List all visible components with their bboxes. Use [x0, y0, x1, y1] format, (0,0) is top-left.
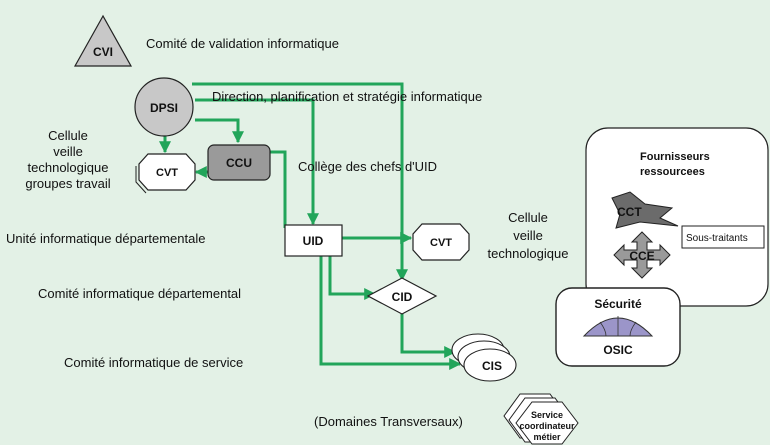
- service-coord-label-3: métier: [533, 432, 561, 442]
- connector-uid-cis: [319, 256, 462, 370]
- dpsi-node: [134, 77, 194, 137]
- cvt-right-description-line: Cellule: [508, 210, 548, 225]
- service-coord-stack-front: [515, 401, 579, 445]
- securite-label: Sécurité: [594, 297, 642, 311]
- cvt-left-description-line: technologique: [28, 160, 109, 175]
- cvt-left-shadow: [135, 166, 147, 194]
- connector-dpsi-cid: [192, 82, 408, 282]
- uid-label: UID: [303, 234, 324, 248]
- cvt-left-label: CVT: [156, 167, 178, 179]
- cct-label: CCT: [617, 205, 642, 219]
- cvt-right-description-line: veille: [513, 228, 543, 243]
- cvi-label: CVI: [93, 45, 113, 59]
- connector-dpsi-ccu: [195, 118, 244, 144]
- connector-uid-cid: [328, 256, 377, 300]
- cvt-left-description: Cellule veille technologique groupes tra…: [25, 128, 110, 191]
- cis-description: Comité informatique de service: [64, 355, 243, 370]
- cvi-node: [73, 14, 133, 67]
- uid-node: [284, 224, 343, 257]
- cvi-description: Comité de validation informatique: [146, 36, 339, 51]
- cce-node: [613, 231, 671, 279]
- cid-node: [366, 277, 438, 315]
- uid-description: Unité informatique départementale: [6, 231, 205, 246]
- ccu-description: Collège des chefs d'UID: [298, 159, 437, 174]
- cvt-right-description: Cellule veille technologique: [488, 210, 569, 261]
- fournisseurs-label-1: Fournisseurs: [640, 151, 710, 163]
- cvt-right-description-line: technologique: [488, 246, 569, 261]
- connector-dpsi-uid: [195, 98, 319, 226]
- cvt-left-description-line: groupes travail: [25, 176, 110, 191]
- umbrella-ribs: [599, 316, 637, 337]
- service-coord-node: [503, 393, 579, 445]
- sous-traitants-label: Sous-traitants: [686, 233, 748, 244]
- cvt-left-description-line: Cellule: [48, 128, 88, 143]
- connector-ccu-uid: [270, 150, 287, 228]
- connectors: [159, 82, 462, 370]
- cid-label: CID: [392, 290, 413, 304]
- cvt-right-node: [412, 223, 470, 261]
- service-coord-label-1: Service: [531, 410, 563, 420]
- cis-node: [451, 333, 517, 382]
- cvt-left-description-line: veille: [53, 144, 83, 159]
- dpsi-description: Direction, planification et stratégie in…: [212, 89, 482, 104]
- sous-traitants-box: [681, 225, 765, 249]
- transversaux-label: (Domaines Transversaux): [314, 414, 463, 429]
- cvt-right-label: CVT: [430, 237, 452, 249]
- ccu-label: CCU: [226, 156, 252, 170]
- dpsi-label: DPSI: [150, 101, 178, 115]
- connector-cid-cis: [400, 314, 457, 358]
- cis-label: CIS: [482, 359, 502, 373]
- cis-stack-front: [463, 348, 517, 382]
- fournisseurs-label-2: ressourcees: [640, 166, 705, 178]
- cid-description: Comité informatique départemental: [38, 286, 241, 301]
- ccu-node: [207, 144, 271, 181]
- osic-label: OSIC: [603, 343, 633, 357]
- cct-node: [611, 191, 679, 229]
- service-coord-label-2: coordinateur: [519, 421, 575, 431]
- cvt-left-node: [138, 153, 196, 191]
- cce-label: CCE: [629, 249, 654, 263]
